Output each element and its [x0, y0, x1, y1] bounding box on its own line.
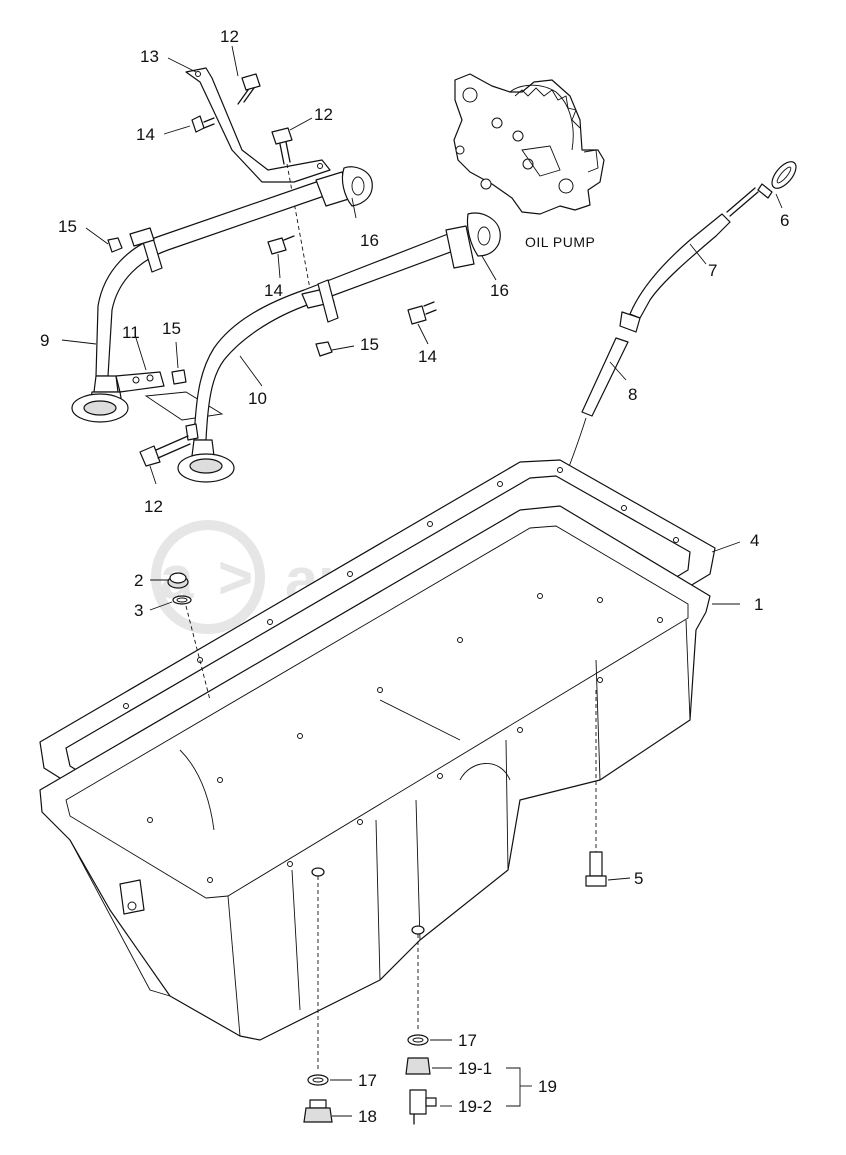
callout-9: 9 — [40, 331, 49, 350]
callout-4: 4 — [750, 531, 759, 550]
callout-12: 12 — [314, 105, 333, 124]
oil-pan — [39, 505, 711, 1041]
callout-18: 18 — [358, 1107, 377, 1126]
callout-15: 15 — [360, 335, 379, 354]
bolt-12-top — [237, 73, 261, 105]
nut-15-lower — [315, 341, 333, 357]
bracket-13 — [185, 67, 331, 183]
bracket-11 — [115, 369, 224, 421]
watermark-arrow: > — [218, 544, 253, 611]
callout-1: 1 — [754, 595, 763, 614]
oil-pump: OIL PUMP — [453, 73, 605, 250]
callout-12: 12 — [144, 497, 163, 516]
callout-2: 2 — [134, 571, 143, 590]
callout-7: 7 — [708, 261, 717, 280]
callout-14: 14 — [136, 125, 155, 144]
callout-16: 16 — [360, 231, 379, 250]
callout-3: 3 — [134, 601, 143, 620]
drain-plug-left — [303, 867, 333, 1123]
bolt-14-mid — [267, 235, 295, 255]
oil-pump-label: OIL PUMP — [525, 234, 595, 250]
callout-13: 13 — [140, 47, 159, 66]
callout-17: 17 — [458, 1031, 477, 1050]
dipstick-assembly — [396, 161, 797, 856]
callout-14: 14 — [418, 347, 437, 366]
oil-strainer-pipe-10 — [177, 212, 501, 483]
callout-5: 5 — [634, 869, 643, 888]
callout-19-1: 19-1 — [458, 1059, 492, 1078]
leader-lines — [61, 45, 783, 1117]
bolt-12-mid — [271, 127, 313, 301]
callout-16: 16 — [490, 281, 509, 300]
callout-14: 14 — [264, 281, 283, 300]
callout-15: 15 — [58, 217, 77, 236]
callout-19: 19 — [538, 1077, 557, 1096]
callout-10: 10 — [248, 389, 267, 408]
bolt-14-top — [191, 115, 215, 133]
callout-8: 8 — [628, 385, 637, 404]
callout-19-2: 19-2 — [458, 1097, 492, 1116]
callout-6: 6 — [780, 211, 789, 230]
callouts: 13 12 12 14 15 16 16 14 6 7 8 9 11 15 10… — [40, 27, 789, 1126]
drain-valve-right — [405, 925, 437, 1125]
filler-plug-2 — [167, 572, 211, 701]
callout-17: 17 — [358, 1071, 377, 1090]
callout-12: 12 — [220, 27, 239, 46]
bolt-12-lower — [139, 435, 191, 467]
nut-15-upper — [107, 237, 123, 253]
bolt-5 — [585, 690, 607, 887]
callout-15: 15 — [162, 319, 181, 338]
callout-11: 11 — [122, 323, 140, 342]
bolt-14-lower — [407, 301, 437, 325]
oil-strainer-pipe-9 — [71, 166, 373, 423]
